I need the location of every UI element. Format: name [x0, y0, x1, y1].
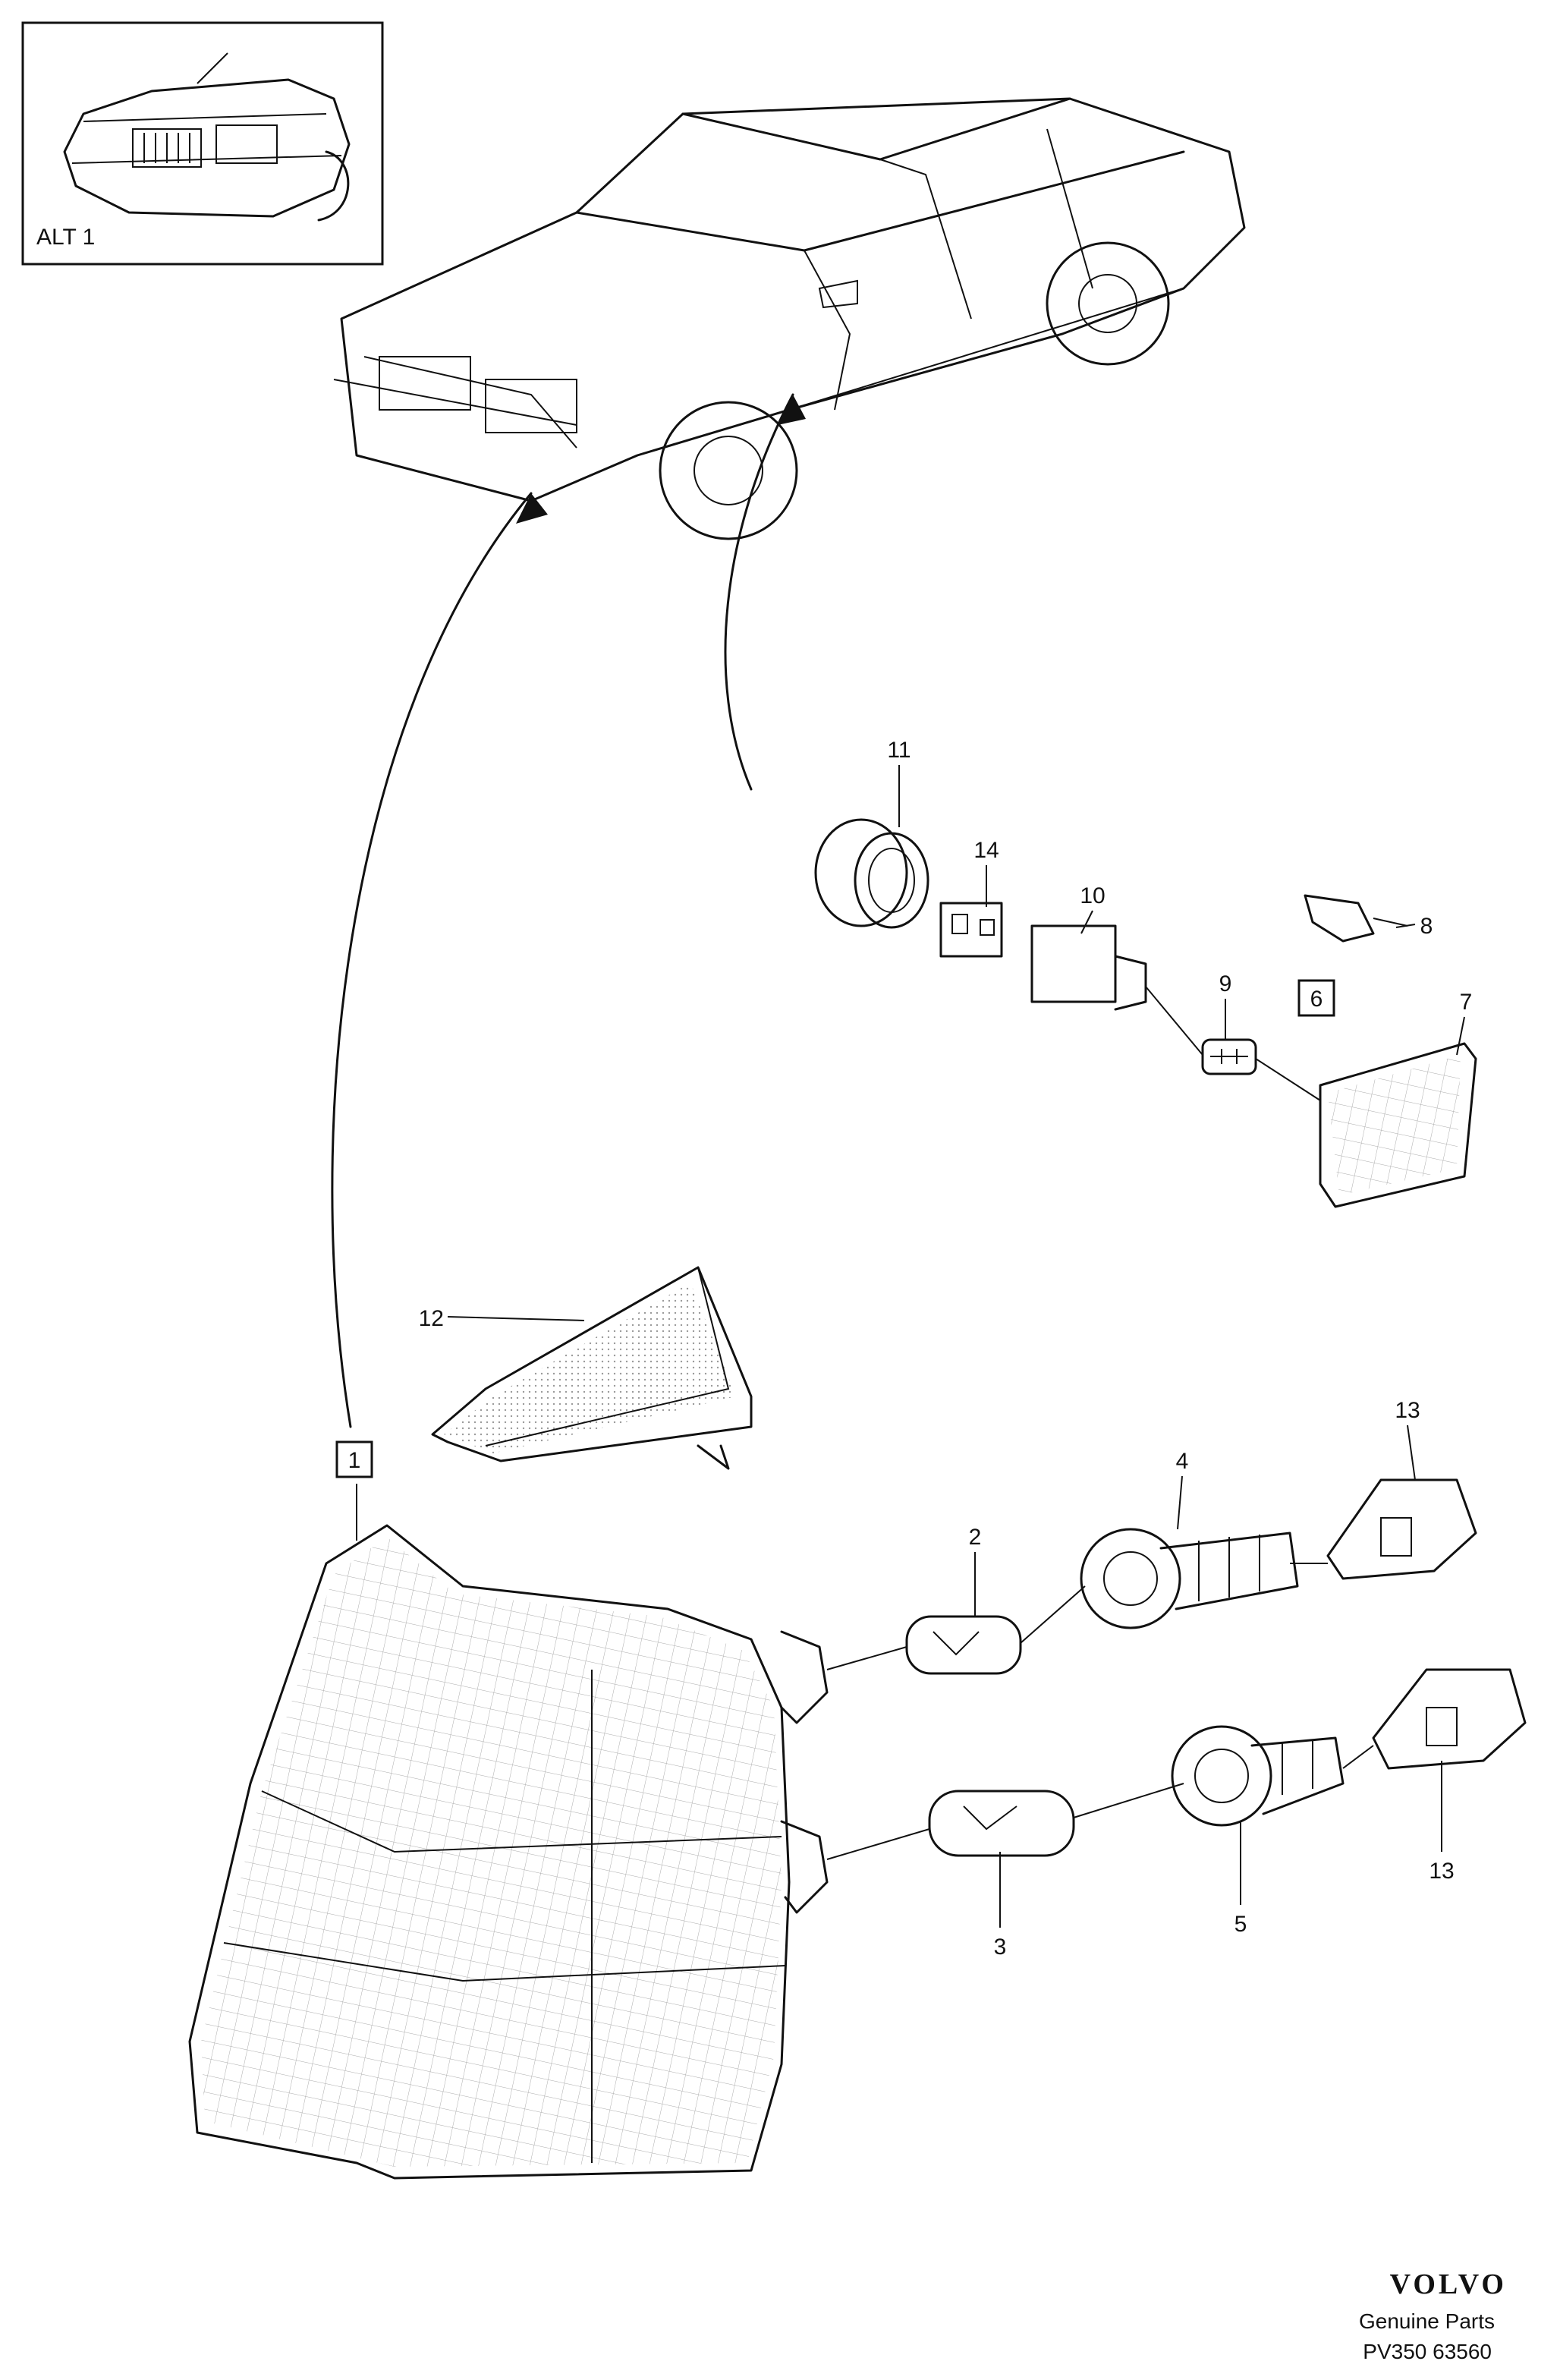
- pointer-arc-side-marker: [724, 393, 794, 791]
- car-illustration: [333, 97, 1246, 540]
- callout-13-lower: 13: [1429, 1859, 1454, 1884]
- callout-9: 9: [1219, 971, 1232, 996]
- callout-4: 4: [1176, 1449, 1189, 1474]
- callout-13-upper: 13: [1395, 1398, 1420, 1423]
- car-headlamp-left: [379, 356, 471, 411]
- callouts: 1 2 3 4 5 6 7 8 9 10 11 12 13 13 14: [335, 738, 1473, 1960]
- part-5-lamp-socket: [1171, 1725, 1345, 1827]
- part-12-reflector: [431, 1266, 753, 1470]
- part-8-clip: [1304, 894, 1408, 943]
- part-9-bulb: [1201, 1038, 1257, 1075]
- part-13-upper-connector: [1326, 1478, 1477, 1580]
- footer-branding: VOLVO Genuine Parts PV350 63560: [1359, 2268, 1507, 2363]
- callout-12: 12: [419, 1306, 444, 1331]
- volvo-logo-text: VOLVO: [1390, 2268, 1507, 2300]
- car-headlamp-right: [485, 379, 577, 433]
- inset-car-front: [63, 52, 351, 222]
- callout-2: 2: [969, 1525, 982, 1550]
- callout-5: 5: [1234, 1912, 1247, 1937]
- callout-11: 11: [887, 738, 911, 763]
- car-rear-wheel: [1046, 241, 1170, 366]
- pointer-arc-lamp: [331, 492, 533, 1428]
- callout-6: 6: [1310, 987, 1323, 1012]
- callout-10: 10: [1080, 883, 1105, 908]
- car-mirror: [818, 279, 858, 309]
- alt-inset: ALT 1: [21, 21, 384, 266]
- car-front-wheel: [659, 401, 798, 540]
- part-1-front-indicator-lamp: [188, 1524, 829, 2180]
- genuine-parts-text: Genuine Parts: [1359, 2309, 1495, 2333]
- callout-14: 14: [973, 838, 999, 863]
- part-7-side-marker-lamp: [1319, 1042, 1477, 1208]
- callout-box-6: [1297, 979, 1335, 1017]
- inset-frame: [21, 21, 384, 266]
- part-4-lamp-socket: [1080, 1528, 1299, 1629]
- part-3-bulb: [928, 1790, 1075, 1857]
- part-2-bulb: [905, 1615, 1022, 1675]
- reference-number: PV350 63560: [1363, 2340, 1492, 2363]
- part-10-socket: [1030, 924, 1147, 1011]
- callout-7: 7: [1460, 990, 1473, 1015]
- callout-3: 3: [994, 1935, 1007, 1960]
- callout-8: 8: [1420, 914, 1433, 939]
- part-14-connector: [939, 902, 1003, 958]
- part-11-grommet: [814, 818, 929, 929]
- callout-1: 1: [348, 1448, 361, 1473]
- inset-label: ALT 1: [36, 225, 95, 250]
- callout-box-1: [335, 1440, 373, 1478]
- part-13-lower-connector: [1372, 1668, 1527, 1770]
